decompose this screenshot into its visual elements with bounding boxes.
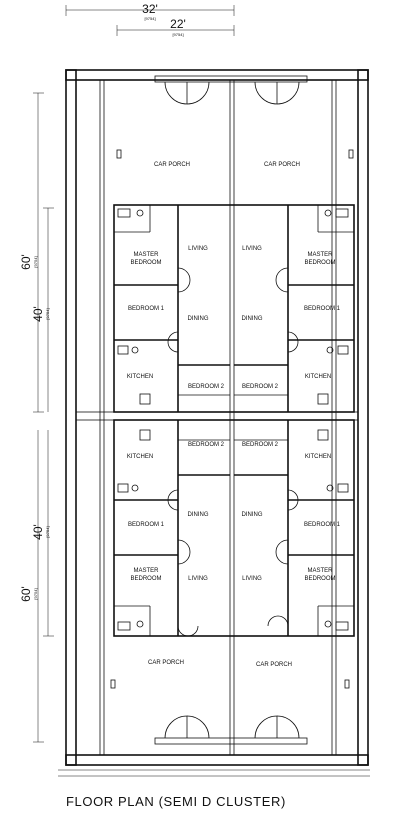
depth-total-note-bottom: [9754] bbox=[33, 588, 38, 599]
kitchen-label-ll: KITCHEN bbox=[127, 454, 153, 460]
dining-label-ur: DINING bbox=[242, 316, 263, 322]
depth-total-label-top: 60' bbox=[19, 254, 33, 270]
master-bedroom-label-ur-1: MASTER bbox=[307, 252, 333, 258]
bottom-gates bbox=[154, 715, 308, 745]
master-bedroom-label-ur-2: BEDROOM bbox=[304, 260, 335, 266]
bedroom-2-label-ur: BEDROOM 2 bbox=[242, 384, 279, 390]
living-label-ul: LIVING bbox=[188, 246, 208, 252]
living-label-ll: LIVING bbox=[188, 576, 208, 582]
unit-upper-right bbox=[234, 205, 354, 412]
master-bedroom-label-ll-1: MASTER bbox=[133, 568, 159, 574]
car-porch-label-tr: CAR PORCH bbox=[264, 162, 300, 168]
bedroom-1-label-ll: BEDROOM 1 bbox=[128, 522, 165, 528]
bedroom-1-label-ul: BEDROOM 1 bbox=[128, 306, 165, 312]
master-bedroom-label-ll-2: BEDROOM bbox=[130, 576, 161, 582]
master-bedroom-label-lr-1: MASTER bbox=[307, 568, 333, 574]
bedroom-2-label-lr: BEDROOM 2 bbox=[242, 442, 279, 448]
dining-label-lr: DINING bbox=[242, 512, 263, 518]
living-label-ur: LIVING bbox=[242, 246, 262, 252]
kitchen-label-ul: KITCHEN bbox=[127, 374, 153, 380]
bedroom-1-label-ur: BEDROOM 1 bbox=[304, 306, 341, 312]
depth-inner-note-bottom: [9754] bbox=[45, 526, 50, 537]
living-label-lr: LIVING bbox=[242, 576, 262, 582]
porch-pillars bbox=[110, 149, 354, 689]
depth-total-label-bottom: 60' bbox=[19, 586, 33, 602]
width-dimension-group: 32' [9754] 22' [9754] bbox=[65, 2, 235, 37]
bedroom-2-label-ll: BEDROOM 2 bbox=[188, 442, 225, 448]
bedroom-1-label-lr: BEDROOM 1 bbox=[304, 522, 341, 528]
depth-inner-label-top: 40' bbox=[31, 306, 45, 322]
unit-lower-right bbox=[234, 420, 354, 636]
width-inner-note: [9754] bbox=[172, 32, 183, 37]
depth-total-note-top: [9754] bbox=[33, 256, 38, 267]
plan-caption: FLOOR PLAN (SEMI D CLUSTER) bbox=[66, 794, 286, 809]
room-labels: CAR PORCH CAR PORCH CAR PORCH CAR PORCH … bbox=[127, 162, 341, 668]
bedroom-2-label-ul: BEDROOM 2 bbox=[188, 384, 225, 390]
car-porch-label-br: CAR PORCH bbox=[256, 662, 292, 668]
master-bedroom-label-ul-2: BEDROOM bbox=[130, 260, 161, 266]
unit-lower-left bbox=[114, 420, 230, 637]
dining-label-ll: DINING bbox=[188, 512, 209, 518]
dining-label-ul: DINING bbox=[188, 316, 209, 322]
master-bedroom-label-ul-1: MASTER bbox=[133, 252, 159, 258]
kitchen-label-lr: KITCHEN bbox=[305, 454, 331, 460]
width-total-label: 32' bbox=[142, 2, 158, 16]
depth-inner-label-bottom: 40' bbox=[31, 524, 45, 540]
unit-upper-left bbox=[114, 205, 230, 412]
width-total-note: [9754] bbox=[144, 16, 155, 21]
car-porch-label-tl: CAR PORCH bbox=[154, 162, 190, 168]
master-bedroom-label-lr-2: BEDROOM bbox=[304, 576, 335, 582]
depth-dimension-group: 60' [9754] 40' [9754] 40' [9754] 60' [97… bbox=[19, 92, 54, 743]
kitchen-label-ur: KITCHEN bbox=[305, 374, 331, 380]
depth-inner-note-top: [9754] bbox=[45, 308, 50, 319]
house-blocks bbox=[113, 204, 355, 637]
car-porch-label-bl: CAR PORCH bbox=[148, 660, 184, 666]
width-inner-label: 22' bbox=[170, 17, 186, 31]
outer-walls bbox=[58, 69, 370, 777]
top-gates bbox=[154, 75, 308, 105]
